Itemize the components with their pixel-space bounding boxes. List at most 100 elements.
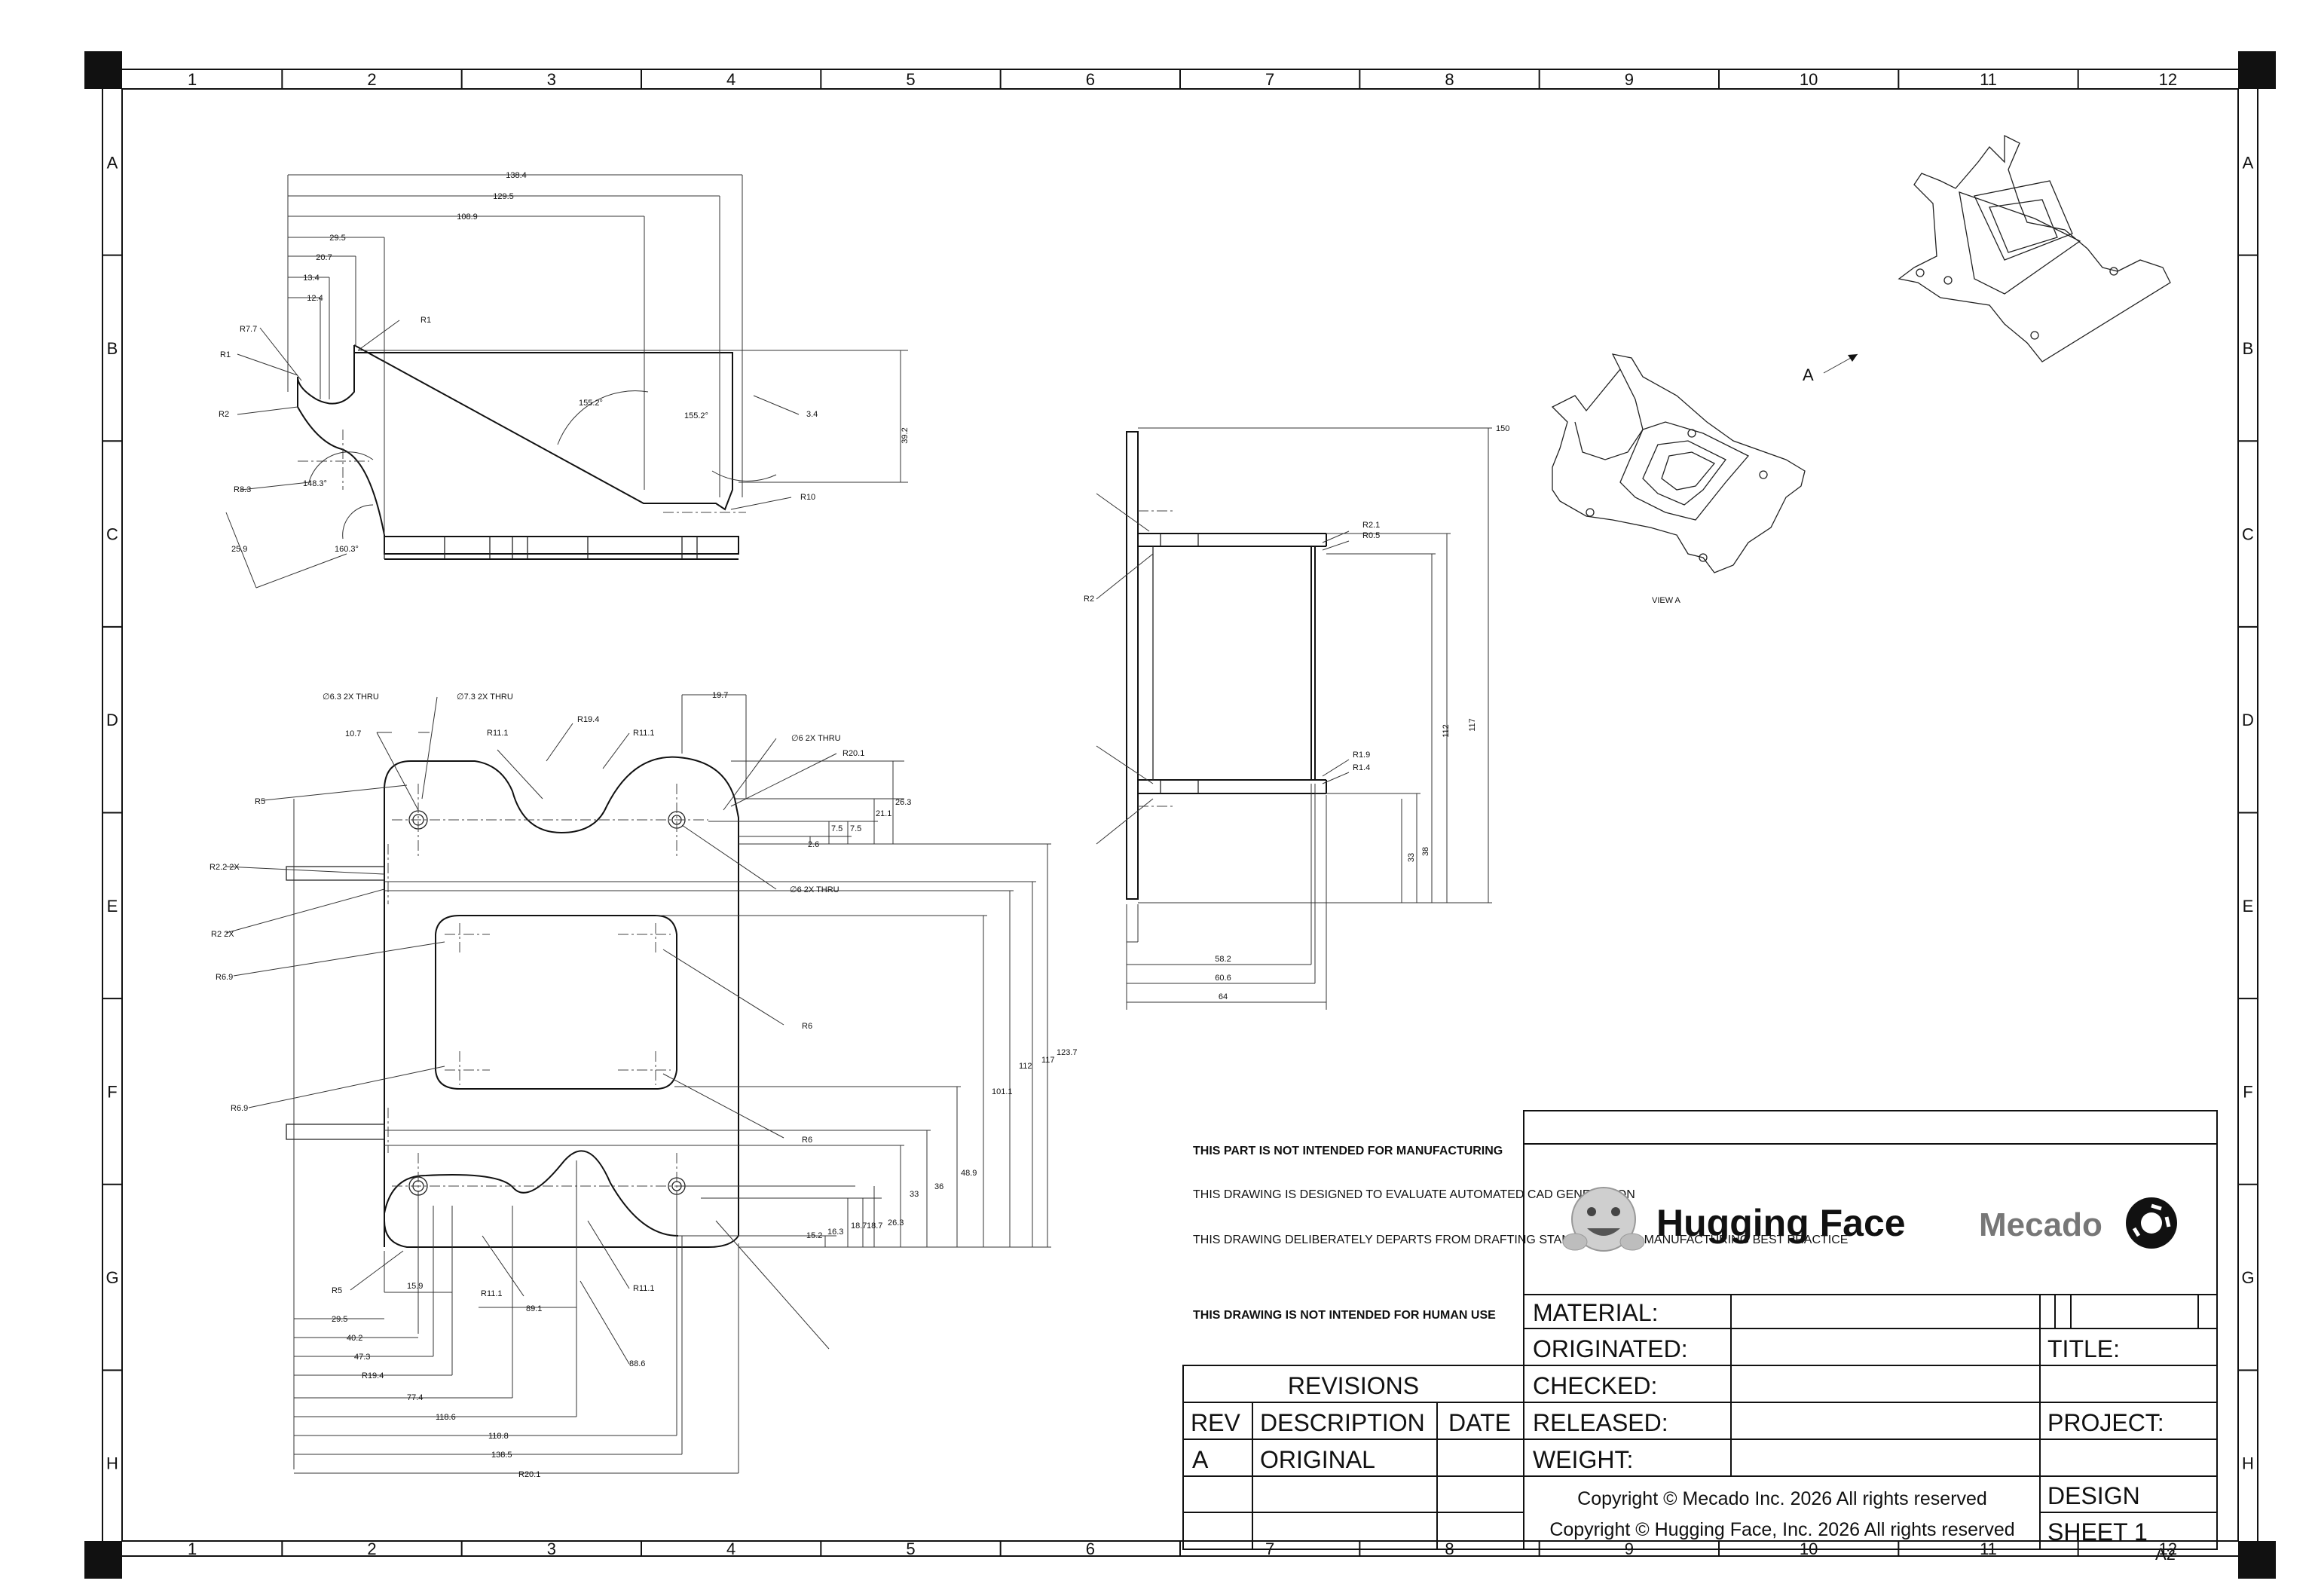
description-header: DESCRIPTION — [1260, 1409, 1425, 1436]
dim-label: R1.4 — [1353, 763, 1370, 772]
dim-label: R0.5 — [1362, 531, 1380, 540]
dim-label: 38 — [1421, 847, 1430, 856]
released-label: RELEASED: — [1533, 1409, 1668, 1436]
zone-row-E: E — [107, 897, 118, 916]
note-4: THIS DRAWING IS NOT INTENDED FOR HUMAN U… — [1193, 1309, 1496, 1322]
dim-label: 19.7 — [712, 691, 728, 700]
zone-col-1: 1 — [188, 70, 197, 89]
dim-label: 12.4 — [307, 294, 323, 303]
dim-label: 26.3 — [895, 798, 911, 807]
corner-mark-tr — [2238, 51, 2276, 89]
revisions-table: REVISIONS REV DESCRIPTION DATE A ORIGINA… — [1182, 1365, 1524, 1550]
corner-mark-bl — [84, 1541, 122, 1579]
top-view: 138.4129.5108.929.520.713.412.4R1R7.7R1R… — [219, 171, 910, 589]
notes-block: THIS PART IS NOT INTENDED FOR MANUFACTUR… — [1193, 1145, 1848, 1322]
dim-label: 112 — [1442, 724, 1451, 738]
dim-label: 112 — [1019, 1062, 1032, 1071]
zone-row-A: A — [2243, 153, 2254, 172]
zone-col-4: 4 — [726, 70, 735, 89]
dim-label: R10 — [800, 493, 815, 502]
note-2: THIS DRAWING IS DESIGNED TO EVALUATE AUT… — [1193, 1188, 1635, 1201]
originated-label: ORIGINATED: — [1533, 1335, 1688, 1362]
dim-label: 58.2 — [1215, 955, 1231, 964]
dim-label: R11.1 — [633, 1284, 655, 1293]
zone-col-5: 5 — [906, 70, 915, 89]
dim-label: 160.3° — [335, 545, 359, 554]
hugging-face-emoji-icon — [1562, 1187, 1645, 1252]
dim-label: ∅6.3 2X THRU — [323, 693, 379, 702]
dim-label: 155.2° — [684, 411, 708, 420]
iso-view-caption: VIEW A — [1652, 596, 1681, 605]
dim-label: 21.1 — [876, 809, 891, 818]
copyright-hugging-face: Copyright © Hugging Face, Inc. 2026 All … — [1549, 1519, 2014, 1540]
zone-row-F: F — [107, 1082, 117, 1101]
description-value: ORIGINAL — [1260, 1446, 1375, 1473]
mecado-logo-icon — [2126, 1197, 2177, 1249]
sheet-size: A2 — [2155, 1545, 2176, 1564]
title-label: TITLE: — [2047, 1335, 2120, 1362]
zone-row-D: D — [2242, 711, 2254, 729]
dim-label: ∅6 2X THRU — [790, 885, 839, 894]
zone-col-1: 1 — [188, 1539, 197, 1558]
dim-label: 16.3 — [827, 1228, 843, 1237]
dim-label: 36 — [934, 1182, 943, 1191]
dim-label: 29.5 — [332, 1315, 347, 1324]
inner-border — [121, 88, 2239, 1542]
zone-col-7: 7 — [1265, 70, 1274, 89]
dim-label: 150 — [1496, 424, 1509, 433]
dim-label: 18.7 — [851, 1221, 867, 1231]
dim-label: 13.4 — [303, 274, 319, 283]
zone-col-6: 6 — [1086, 1539, 1095, 1558]
dim-label: 48.9 — [961, 1169, 977, 1178]
zone-col-3: 3 — [547, 70, 556, 89]
dim-label: ∅6 2X THRU — [791, 734, 841, 743]
dim-label: 117 — [1041, 1056, 1055, 1065]
iso-view-a: A — [1803, 134, 2171, 384]
dim-label: 3.4 — [806, 410, 818, 419]
zone-col-8: 8 — [1445, 70, 1454, 89]
zone-col-2: 2 — [367, 1539, 376, 1558]
note-1: THIS PART IS NOT INTENDED FOR MANUFACTUR… — [1193, 1145, 1503, 1157]
dim-label: 138.4 — [506, 171, 527, 180]
dim-label: R20.1 — [518, 1470, 540, 1479]
dim-label: 118.6 — [436, 1413, 456, 1422]
zone-row-A: A — [107, 153, 118, 172]
rev-value: A — [1192, 1446, 1209, 1473]
rev-header: REV — [1191, 1409, 1240, 1436]
outer-border — [102, 69, 2258, 1557]
title-block: Hugging Face Mecado MATERIAL: ORIGINATED… — [1523, 1110, 2218, 1550]
zone-col-10: 10 — [1800, 70, 1818, 89]
corner-mark-br — [2238, 1541, 2276, 1579]
dim-label: 108.9 — [457, 212, 478, 222]
dim-label: 10.7 — [345, 729, 361, 738]
sheet-label: SHEET 1 — [2047, 1518, 2148, 1546]
zone-row-B: B — [2243, 339, 2254, 358]
corner-mark-tl — [84, 51, 122, 89]
design-label: DESIGN — [2047, 1482, 2140, 1509]
dim-label: R5 — [332, 1286, 342, 1295]
dim-label: R19.4 — [362, 1371, 384, 1380]
dim-label: 39.2 — [901, 427, 910, 443]
copyright-mecado: Copyright © Mecado Inc. 2026 All rights … — [1577, 1488, 1987, 1509]
dim-label: R6 — [802, 1136, 812, 1145]
dim-label: 138.5 — [491, 1451, 512, 1460]
dim-label: R7.7 — [240, 325, 257, 334]
dim-label: 77.4 — [407, 1393, 423, 1402]
dim-label: R1 — [220, 350, 231, 359]
dim-label: 25.9 — [231, 545, 247, 554]
note-3: THIS DRAWING DELIBERATELY DEPARTS FROM D… — [1193, 1234, 1848, 1246]
zone-row-D: D — [106, 711, 118, 729]
zone-col-9: 9 — [1625, 70, 1634, 89]
zone-row-F: F — [2243, 1082, 2252, 1101]
dim-label: 101.1 — [992, 1087, 1013, 1096]
zone-row-H: H — [2242, 1454, 2254, 1473]
dim-label: 2.6 — [808, 840, 819, 849]
dim-label: R11.1 — [487, 729, 509, 738]
zone-col-11: 11 — [1980, 70, 1997, 89]
dim-label: R2 — [219, 410, 229, 419]
dim-label: 26.3 — [888, 1218, 904, 1228]
dim-label: R2.1 — [1362, 521, 1380, 530]
dim-label: R8.3 — [234, 485, 251, 494]
dim-label: R5 — [255, 797, 265, 806]
